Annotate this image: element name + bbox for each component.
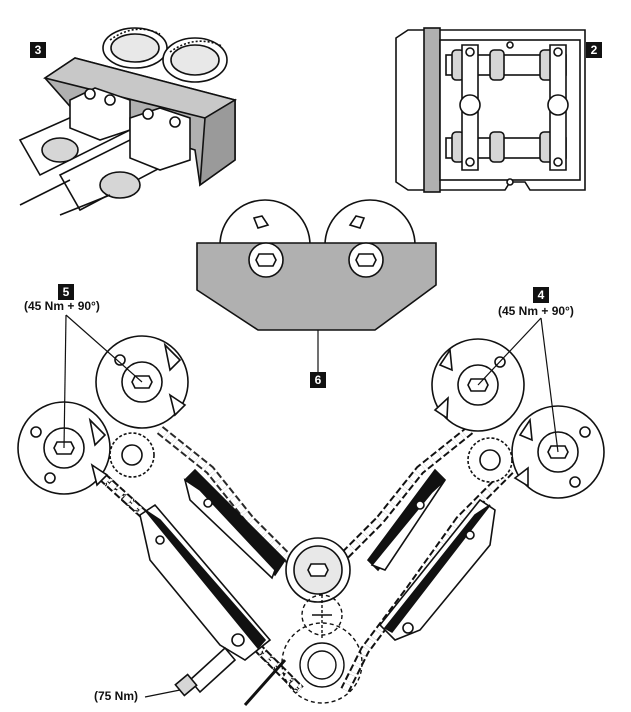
center-idler-sprocket	[285, 537, 351, 603]
crankshaft-sprocket	[243, 594, 363, 706]
left-chain-guides	[139, 468, 287, 697]
callout-4-number: 4	[533, 287, 549, 303]
panel-3-tool-side-view	[18, 27, 238, 216]
callout-3-number: 3	[30, 42, 46, 58]
panel-6-sprocket-locking-plate	[196, 199, 437, 372]
callout-5-number: 5	[58, 284, 74, 300]
bolt-torque: (75 Nm)	[94, 689, 139, 703]
panel-2-tool-top-view	[395, 27, 586, 193]
callout-6-number: 6	[310, 372, 326, 388]
callout-4-torque: (45 Nm + 90°)	[498, 304, 574, 318]
left-cam-sprockets	[17, 335, 189, 495]
leader-lines	[63, 314, 559, 698]
callout-2-number: 2	[586, 42, 602, 58]
right-chain-guides	[366, 468, 496, 641]
callout-5-torque: (45 Nm + 90°)	[24, 299, 100, 313]
right-cam-sprockets	[431, 338, 605, 499]
